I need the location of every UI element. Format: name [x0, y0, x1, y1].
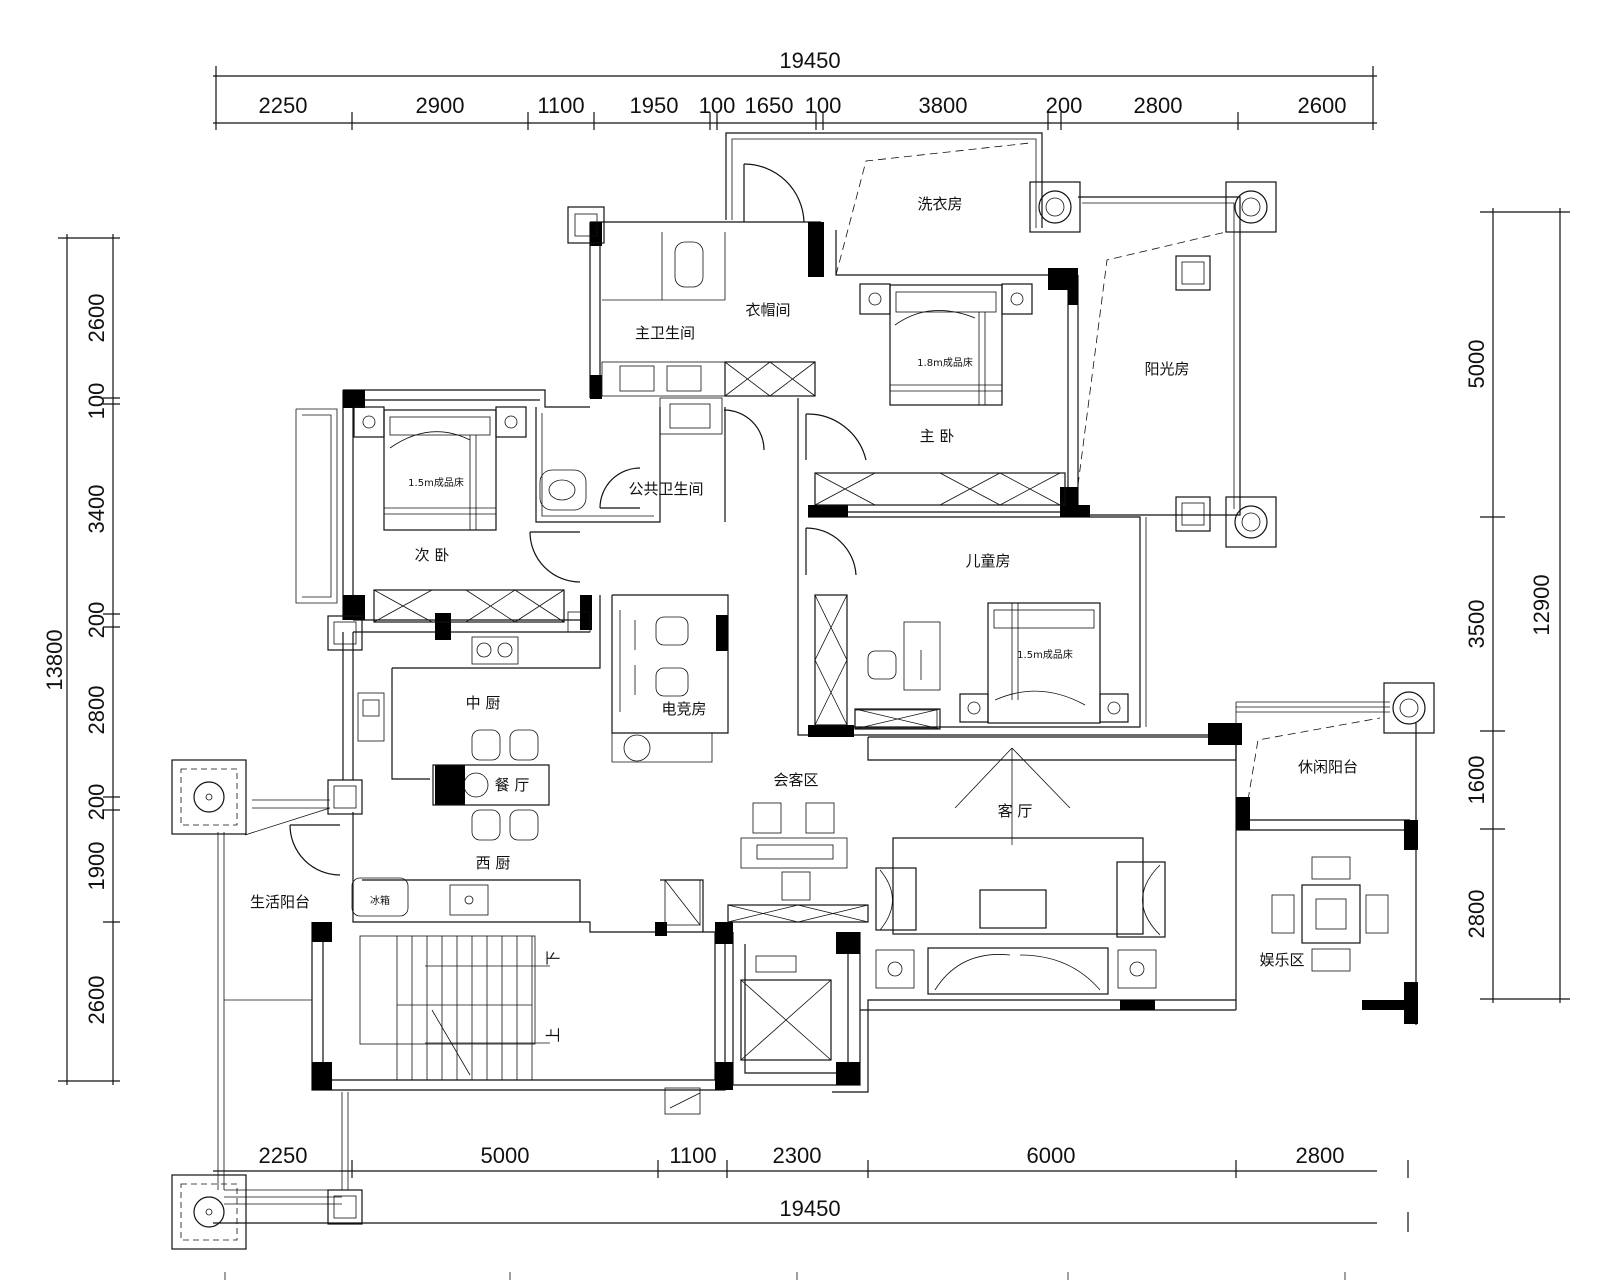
room-labels: 洗衣房 主卫生间 衣帽间 主 卧 阳光房 次 卧 公共卫生间 儿童房 中 厨 电…: [250, 195, 1358, 1043]
top-dim-1: 2250: [259, 93, 308, 118]
top-dim-7: 100: [805, 93, 842, 118]
stair-up-mark: 上: [544, 1027, 562, 1042]
master-bed-size-label: 1.8m成品床: [917, 356, 973, 369]
walls: [217, 132, 1417, 1205]
right-dimensions: 5000 3500 1600 2800 12900: [1464, 208, 1570, 1003]
top-dim-9: 200: [1046, 93, 1083, 118]
left-dimensions: 13800 2600 100 3400 200 2800 200 1900 26…: [42, 234, 120, 1085]
page-edge-marks: [224, 1272, 1346, 1280]
sunroom-label: 阳光房: [1144, 360, 1189, 378]
bottom-dimensions: 2250 5000 1100 2300 6000 2800 19450: [213, 1143, 1409, 1232]
service-balcony-label: 生活阳台: [250, 893, 310, 911]
bottom-dim-1: 2250: [259, 1143, 308, 1168]
right-dim-1: 5000: [1464, 340, 1489, 389]
right-dim-2: 3500: [1464, 600, 1489, 649]
right-dim-4: 2800: [1464, 890, 1489, 939]
columns: [171, 181, 1435, 1250]
stair-down-mark: 下: [544, 950, 562, 965]
top-dim-10: 2800: [1134, 93, 1183, 118]
wardrobes: [373, 361, 1066, 923]
kids-bed-size-label: 1.5m成品床: [1017, 648, 1073, 661]
entertainment-label: 娱乐区: [1259, 951, 1304, 969]
bottom-dim-4: 2300: [773, 1143, 822, 1168]
furniture-labels: 1.8m成品床 1.5m成品床 1.5m成品床 冰箱: [370, 356, 1073, 907]
left-dim-8: 2600: [84, 976, 109, 1025]
leisure-balcony-label: 休闲阳台: [1298, 758, 1358, 776]
wall-blocks: [312, 222, 1418, 1090]
fixtures: [351, 232, 1389, 1115]
closet-label: 衣帽间: [745, 301, 790, 319]
study-label: 电竞房: [661, 700, 706, 718]
right-dim-3: 1600: [1464, 756, 1489, 805]
top-dim-6: 1650: [745, 93, 794, 118]
fridge-label: 冰箱: [370, 894, 390, 907]
left-dim-7: 1900: [84, 842, 109, 891]
top-dim-11: 2600: [1298, 93, 1347, 118]
left-dim-5: 2800: [84, 686, 109, 735]
living-label: 客 厅: [998, 802, 1033, 820]
dining-label: 餐 厅: [495, 776, 530, 794]
dashed-glazing: [835, 142, 1381, 801]
right-total-dim: 12900: [1529, 574, 1554, 635]
left-total-dim: 13800: [42, 629, 67, 690]
bottom-dim-6: 2800: [1296, 1143, 1345, 1168]
bottom-dim-3: 1100: [669, 1143, 716, 1168]
laundry-label: 洗衣房: [917, 195, 962, 213]
western-kitchen-label: 西 厨: [476, 854, 511, 872]
beds: [353, 283, 1129, 724]
top-dim-8: 3800: [919, 93, 968, 118]
master-bed-label: 主 卧: [920, 427, 955, 445]
left-dim-3: 3400: [84, 485, 109, 534]
top-dim-4: 1950: [630, 93, 679, 118]
top-dim-3: 1100: [537, 93, 584, 118]
left-dim-6: 200: [84, 784, 109, 821]
second-bed-size-label: 1.5m成品床: [408, 476, 464, 489]
kids-room-label: 儿童房: [965, 552, 1010, 570]
bottom-total-dim: 19450: [779, 1196, 840, 1221]
top-dim-2: 2900: [416, 93, 465, 118]
reception-label: 会客区: [773, 771, 818, 789]
chinese-kitchen-label: 中 厨: [466, 694, 501, 712]
top-dimensions: 19450 2250 2900 1100 1950 100 1650 100 3…: [213, 48, 1377, 130]
bottom-dim-2: 5000: [481, 1143, 530, 1168]
bottom-dim-5: 6000: [1027, 1143, 1076, 1168]
doors: [244, 163, 867, 876]
master-bath-label: 主卫生间: [635, 324, 695, 342]
public-bath-label: 公共卫生间: [628, 480, 703, 498]
left-dim-1: 2600: [84, 294, 109, 343]
second-bed-label: 次 卧: [415, 546, 450, 564]
top-dim-5: 100: [699, 93, 736, 118]
left-dim-4: 200: [84, 602, 109, 639]
left-dim-2: 100: [84, 383, 109, 420]
top-total-dim: 19450: [779, 48, 840, 73]
